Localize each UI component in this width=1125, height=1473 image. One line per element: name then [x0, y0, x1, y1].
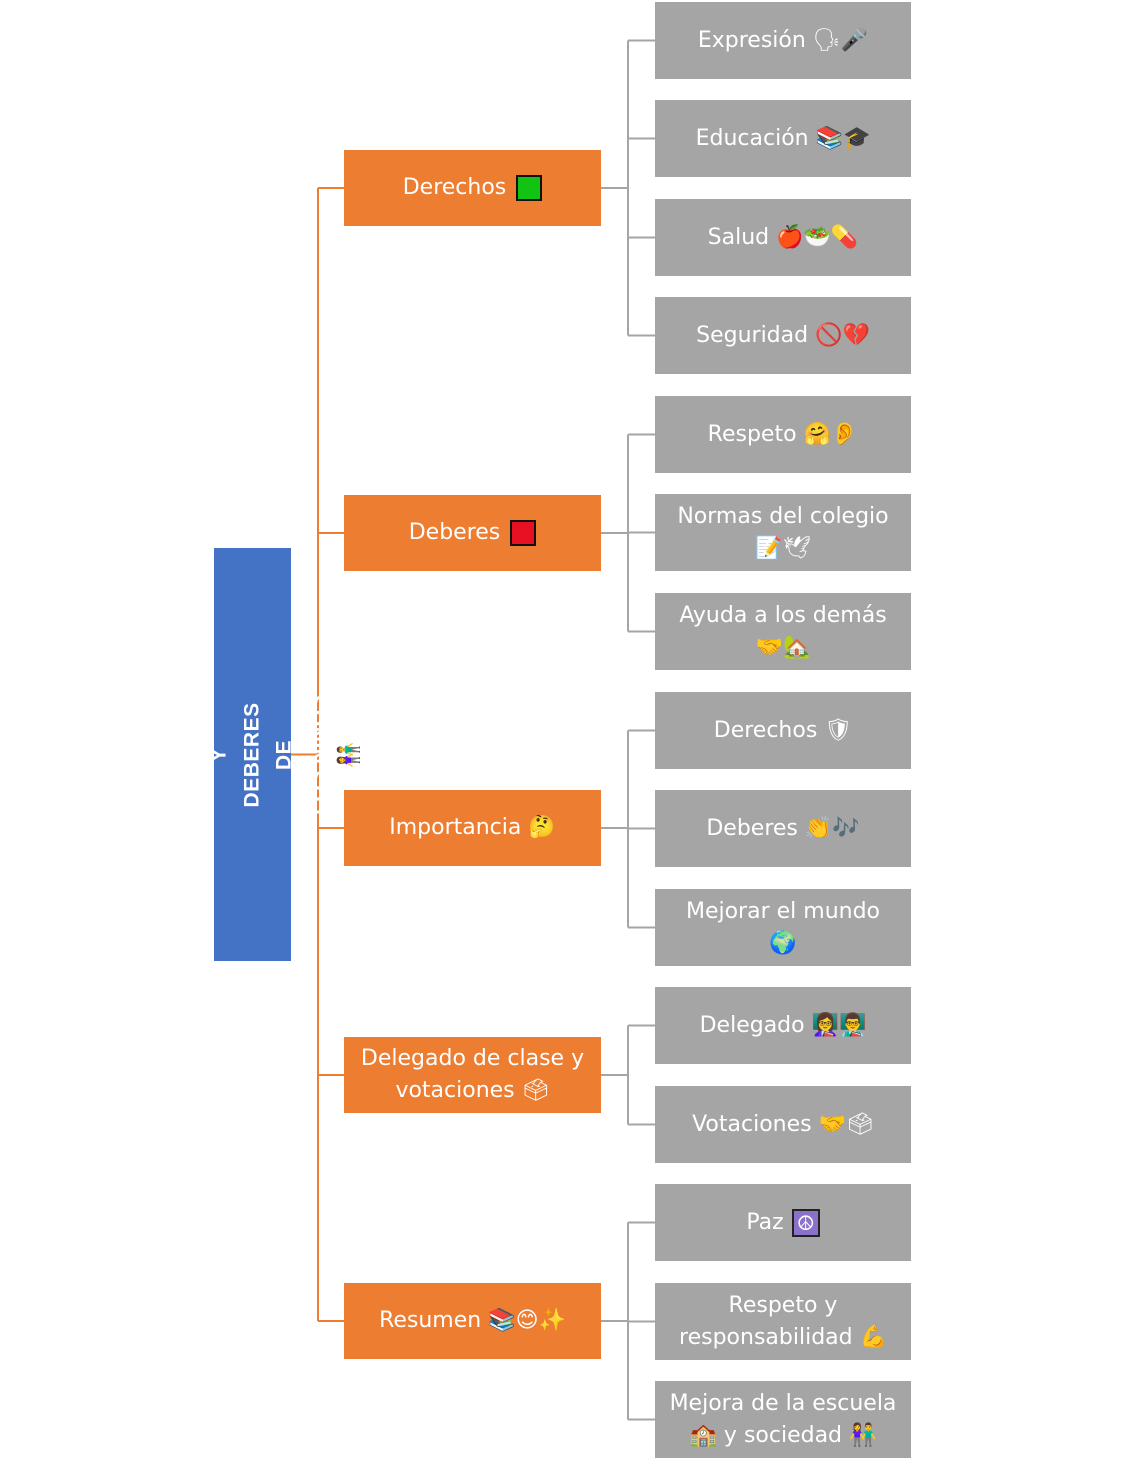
category-importancia: Importancia 🤔: [344, 790, 601, 866]
leaf-normas-del-colegio: Normas del colegio 📝🕊: [655, 494, 911, 571]
root-node: LOS DERECHOS Y DEBERES DE LOS NIÑOS 👫: [143, 548, 361, 961]
leaf-respeto: Respeto 🤗👂: [655, 396, 911, 473]
leaf-label: Respeto y responsabilidad 💪: [679, 1292, 887, 1350]
leaf-label: Educación 📚🎓: [695, 125, 871, 151]
category-label: Derechos: [402, 175, 507, 201]
leaf-label: Normas del colegio 📝🕊: [677, 503, 889, 561]
category-deberes: Deberes: [344, 495, 601, 571]
category-delegado-y-votaciones: Delegado de clase y votaciones 🗳: [344, 1037, 601, 1113]
leaf-derechos: Derechos 🛡: [655, 692, 911, 769]
leaf-salud: Salud 🍎🥗💊: [655, 199, 911, 276]
leaf-label: Ayuda a los demás 🤝🏡: [679, 602, 887, 660]
leaf-mejora-de-la-escuela: Mejora de la escuela 🏫 y sociedad 👫: [655, 1381, 911, 1458]
root-label: LOS DERECHOS Y DEBERES DE LOS NIÑOS 👫: [142, 692, 361, 816]
category-resumen: Resumen 📚😊✨: [344, 1283, 601, 1359]
leaf-delegado: Delegado 👩‍🏫👨‍🏫: [655, 987, 911, 1064]
leaf-label: Seguridad 🚫💔: [696, 322, 870, 348]
leaf-label: Mejorar el mundo 🌍: [685, 898, 881, 956]
category-derechos: Derechos: [344, 150, 601, 226]
leaf-label: Paz: [746, 1209, 784, 1235]
category-label: Deberes: [408, 520, 501, 546]
red-square-icon: [510, 520, 537, 546]
leaf-label: Delegado 👩‍🏫👨‍🏫: [699, 1012, 867, 1038]
leaf-votaciones: Votaciones 🤝🗳: [655, 1086, 911, 1163]
leaf-label: Salud 🍎🥗💊: [707, 224, 859, 250]
category-label: Resumen 📚😊✨: [379, 1308, 566, 1334]
leaf-seguridad: Seguridad 🚫💔: [655, 297, 911, 374]
leaf-expresion: Expresión 🗣🎤: [655, 2, 911, 79]
category-label: Importancia 🤔: [389, 815, 556, 841]
leaf-label: Deberes 👏🎶: [706, 815, 860, 841]
leaf-deberes: Deberes 👏🎶: [655, 790, 911, 867]
green-square-icon: [516, 175, 543, 201]
leaf-paz: Paz ☮: [655, 1184, 911, 1261]
leaf-mejorar-el-mundo: Mejorar el mundo 🌍: [655, 889, 911, 966]
peace-icon: ☮: [791, 1208, 820, 1237]
leaf-ayuda-a-los-demas: Ayuda a los demás 🤝🏡: [655, 593, 911, 670]
leaf-label: Derechos 🛡: [713, 717, 853, 743]
category-label: Delegado de clase y votaciones 🗳: [360, 1046, 585, 1103]
leaf-label: Votaciones 🤝🗳: [692, 1111, 874, 1137]
leaf-label: Mejora de la escuela 🏫 y sociedad 👫: [669, 1390, 897, 1448]
leaf-educacion: Educación 📚🎓: [655, 100, 911, 177]
leaf-label: Respeto 🤗👂: [707, 421, 859, 447]
leaf-respeto-y-responsabilidad: Respeto y responsabilidad 💪: [655, 1283, 911, 1360]
leaf-label: Expresión 🗣🎤: [697, 27, 869, 53]
